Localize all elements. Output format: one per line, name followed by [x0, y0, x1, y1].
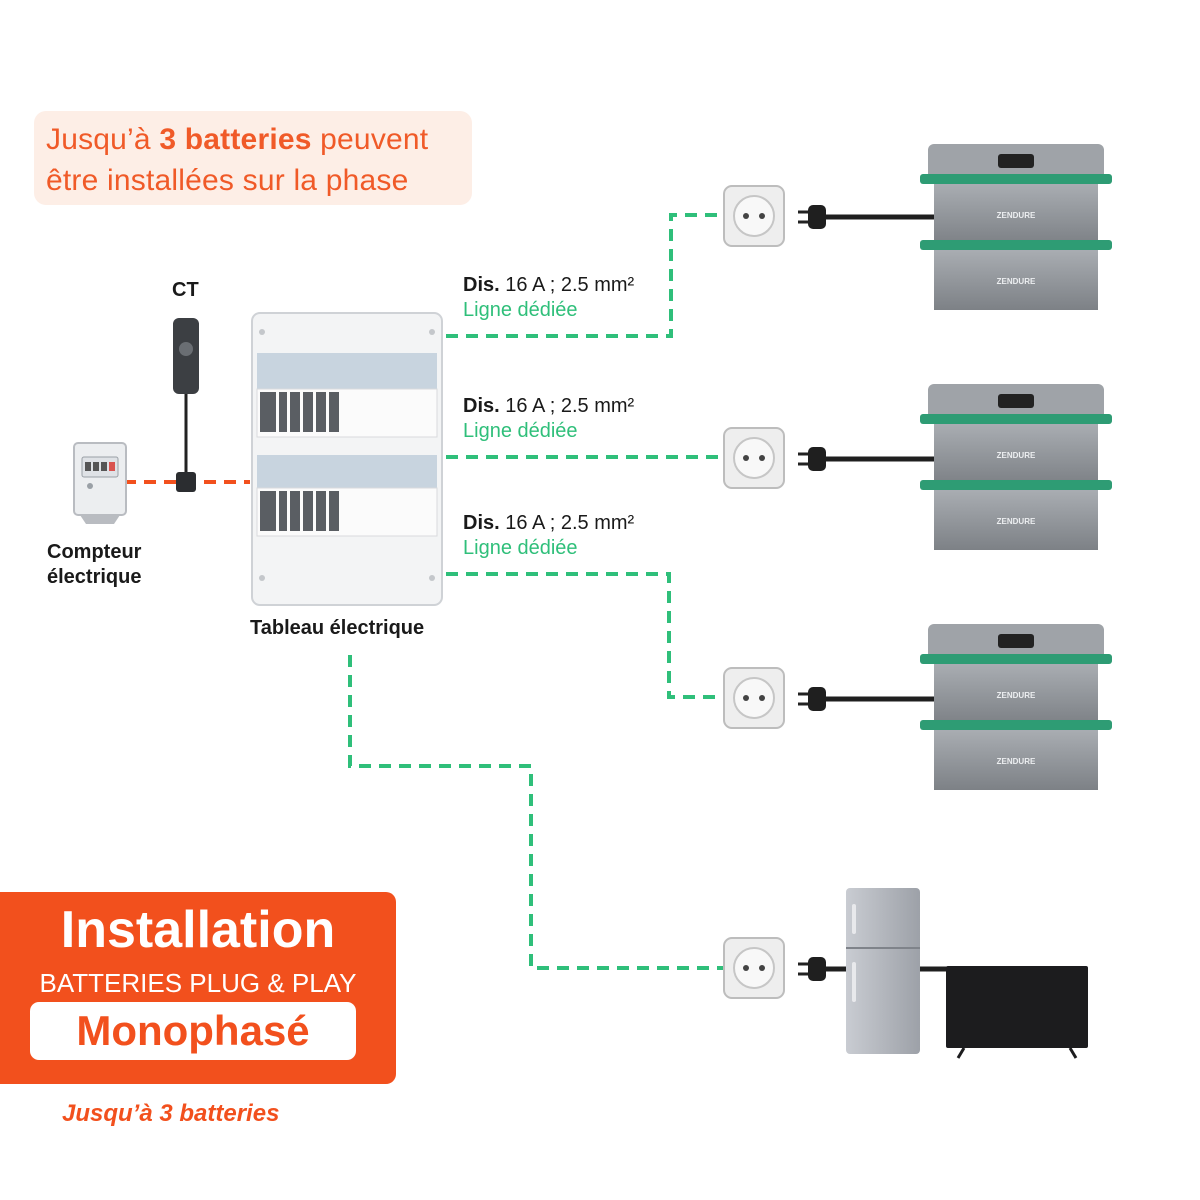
battery-stack-icon-2: ZENDURE ZENDURE — [920, 384, 1112, 550]
battery-brand-1b: ZENDURE — [997, 277, 1036, 286]
callout-line1-suffix: peuvent — [311, 123, 429, 156]
plug-icon-1 — [798, 205, 936, 229]
circuit-line-3 — [446, 572, 724, 699]
circuit-spec-1-bold: Dis. — [463, 274, 500, 296]
plug-icon-3 — [798, 687, 936, 711]
circuit-line-label-1: Ligne dédiée — [463, 299, 578, 321]
ct-sensor-icon — [173, 318, 199, 492]
circuit-spec-2-bold: Dis. — [463, 395, 500, 417]
electric-meter-icon — [73, 442, 127, 524]
circuit-line-label-3: Ligne dédiée — [463, 537, 578, 559]
battery-brand-3a: ZENDURE — [997, 691, 1036, 700]
callout-text: Jusqu’à 3 batteries peuvent être install… — [46, 119, 428, 201]
badge-pill: Monophasé — [30, 1002, 356, 1060]
circuit-spec-3: Dis. 16 A ; 2.5 mm² Ligne dédiée — [463, 511, 634, 561]
installation-badge: Installation BATTERIES PLUG & PLAY Monop… — [0, 892, 396, 1084]
meter-label: Compteur électrique — [47, 540, 141, 590]
circuit-spec-1-rest: 16 A ; 2.5 mm² — [499, 274, 635, 296]
capacity-callout: Jusqu’à 3 batteries peuvent être install… — [34, 111, 472, 205]
battery-stack-icon-3: ZENDURE ZENDURE — [920, 624, 1112, 790]
meter-label-line2: électrique — [47, 566, 142, 588]
badge-subtitle: BATTERIES PLUG & PLAY — [39, 968, 357, 998]
battery-brand-2b: ZENDURE — [997, 517, 1036, 526]
circuit-spec-1: Dis. 16 A ; 2.5 mm² Ligne dédiée — [463, 273, 634, 323]
battery-brand-3b: ZENDURE — [997, 757, 1036, 766]
outlet-icon-1 — [723, 185, 785, 247]
circuit-line-appliances — [348, 655, 724, 970]
badge-title: Installation — [60, 901, 336, 959]
meter-label-line1: Compteur — [47, 541, 142, 563]
circuit-spec-3-bold: Dis. — [463, 512, 500, 534]
circuit-spec-3-rest: 16 A ; 2.5 mm² — [499, 512, 635, 534]
battery-brand-1a: ZENDURE — [997, 211, 1036, 220]
tagline: Jusqu’à 3 batteries — [62, 1100, 280, 1127]
circuit-spec-2: Dis. 16 A ; 2.5 mm² Ligne dédiée — [463, 394, 634, 444]
tv-icon — [946, 966, 1088, 1059]
outlet-icon-4 — [723, 937, 785, 999]
circuit-spec-2-rest: 16 A ; 2.5 mm² — [499, 395, 635, 417]
circuit-line-1 — [446, 213, 724, 338]
callout-line1-prefix: Jusqu’à — [46, 123, 160, 156]
outlet-icon-3 — [723, 667, 785, 729]
ct-label: CT — [172, 279, 199, 301]
fridge-icon — [846, 888, 920, 1054]
outlet-icon-2 — [723, 427, 785, 489]
electrical-panel-icon — [251, 312, 443, 606]
circuit-line-label-2: Ligne dédiée — [463, 420, 578, 442]
plug-icon-2 — [798, 447, 936, 471]
battery-brand-2a: ZENDURE — [997, 451, 1036, 460]
callout-line2: être installées sur la phase — [46, 164, 409, 197]
panel-label: Tableau électrique — [250, 617, 425, 639]
battery-stack-icon-1: ZENDURE ZENDURE — [920, 144, 1112, 310]
callout-line1-bold: 3 batteries — [159, 123, 312, 156]
